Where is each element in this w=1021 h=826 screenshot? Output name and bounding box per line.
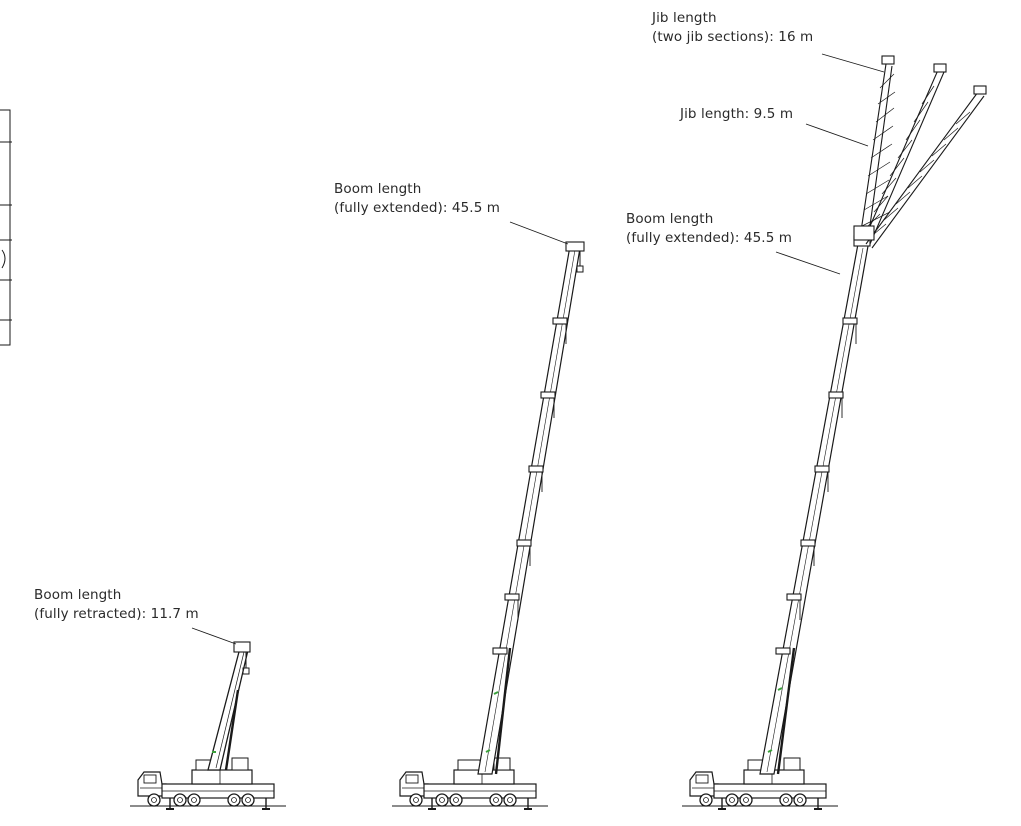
- label-jib-long-line1: Jib length: [652, 10, 717, 26]
- label-boom-retracted-line2: (fully retracted): 11.7 m: [34, 606, 199, 622]
- crane-extended: [391, 221, 585, 811]
- label-jib-long: Jib length (two jib sections): 16 m: [652, 9, 813, 47]
- label-jib-short-text: Jib length: 9.5 m: [680, 106, 794, 122]
- label-jib-short: Jib length: 9.5 m: [680, 105, 793, 124]
- label-boom-extended-jib: Boom length (fully extended): 45.5 m: [626, 210, 792, 248]
- label-boom-retracted: Boom length (fully retracted): 11.7 m: [34, 586, 199, 624]
- retracted-boom: [207, 641, 251, 771]
- cropped-crane-edge: [0, 109, 12, 346]
- label-boom-extended-line1: Boom length: [334, 181, 422, 197]
- crane-retracted: [129, 627, 287, 811]
- jib-short-leader-line: [805, 123, 869, 147]
- label-boom-extended: Boom length (fully extended): 45.5 m: [334, 180, 500, 218]
- main-boom-with-jib: [759, 235, 871, 775]
- jib-long-leader-line: [821, 53, 885, 73]
- label-boom-retracted-line1: Boom length: [34, 587, 122, 603]
- extended-boom: [477, 241, 585, 775]
- extended-jib-leader-line: [775, 251, 841, 275]
- label-boom-extended-line2: (fully extended): 45.5 m: [334, 200, 501, 216]
- crane-extended-with-jib: [681, 53, 987, 811]
- label-boom-extended-jib-line1: Boom length: [626, 211, 714, 227]
- retracted-leader-line: [191, 627, 237, 645]
- label-boom-extended-jib-line2: (fully extended): 45.5 m: [626, 230, 793, 246]
- jib-lattice-set: [853, 55, 987, 249]
- extended-leader-line: [509, 221, 569, 245]
- label-jib-long-line2: (two jib sections): 16 m: [652, 29, 814, 45]
